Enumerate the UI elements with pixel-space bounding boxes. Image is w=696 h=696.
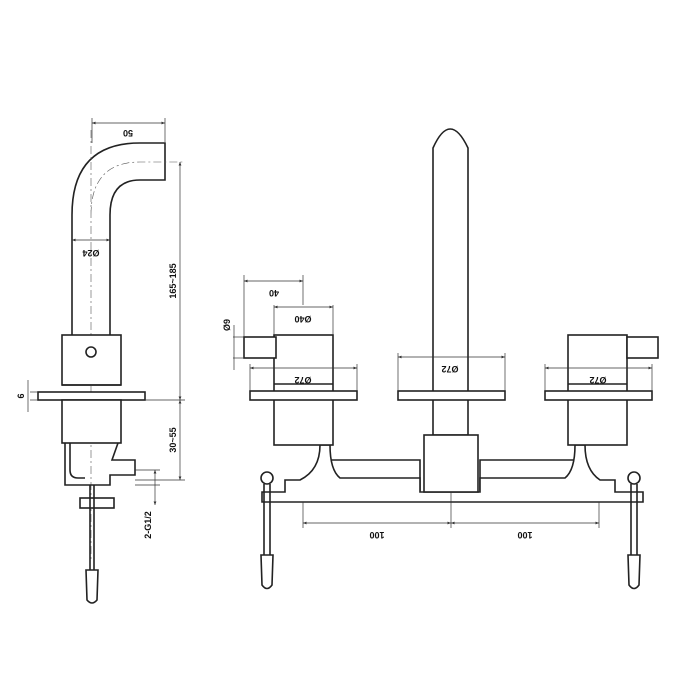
right-spacing-dimension: 100 (517, 530, 532, 540)
spout-side (71, 142, 166, 335)
flange-side (37, 391, 146, 401)
left-flange (249, 390, 358, 401)
base-plate (261, 444, 644, 503)
lever-diameter-dimension: Ø9 (222, 319, 232, 331)
lever-end (85, 346, 97, 358)
handle-diameter-dimension: Ø40 (294, 314, 311, 324)
right-lever (626, 336, 659, 359)
width-dimension: 50 (123, 128, 133, 138)
pipe-diameter-dimension: Ø24 (82, 248, 99, 258)
height-dimension: 165~185 (168, 263, 178, 298)
connection-dimension: 2-G1/2 (143, 511, 153, 539)
left-lever (243, 336, 277, 359)
left-screw (260, 471, 274, 590)
center-block (423, 434, 479, 493)
lever-length-dimension: 40 (269, 288, 279, 298)
left-handle-body (273, 334, 334, 446)
depth-dimension: 30~55 (168, 427, 178, 452)
front-view: 40 Ø40 Ø9 Ø72 Ø72 Ø72 100 100 (222, 128, 659, 590)
flange-dimension: 6 (16, 393, 26, 398)
right-screw (627, 471, 641, 590)
center-flange-dimension: Ø72 (441, 364, 458, 374)
handle-body-side (61, 334, 122, 386)
center-flange (397, 390, 506, 401)
left-flange-dimension: Ø72 (294, 375, 311, 385)
right-flange-dimension: Ø72 (589, 375, 606, 385)
left-spacing-dimension: 100 (369, 530, 384, 540)
side-view: 50 Ø24 165~185 30~55 2-G1/2 6 (16, 118, 185, 604)
center-spout (432, 128, 469, 436)
right-flange (544, 390, 653, 401)
right-handle-body (567, 334, 628, 446)
